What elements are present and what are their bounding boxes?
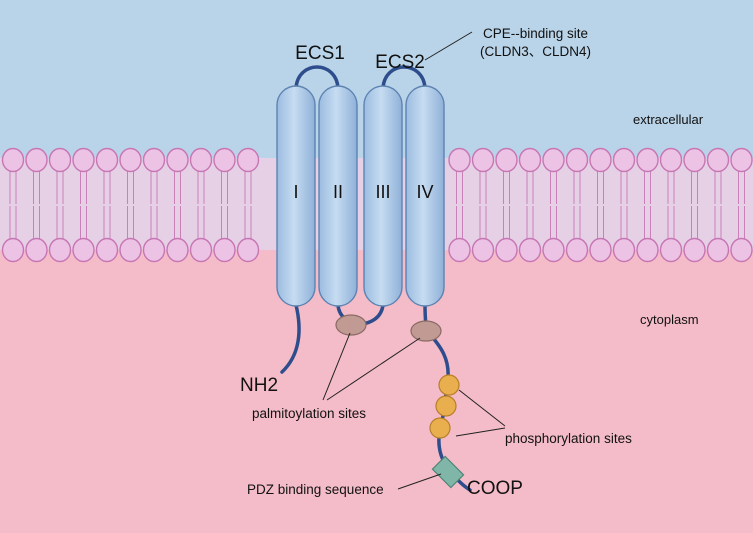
helix-i-label: I (293, 182, 298, 202)
lipid-head (119, 147, 142, 173)
cpe-leader-line (424, 31, 473, 61)
lipid-head (213, 147, 236, 173)
lipid-head (236, 147, 260, 173)
lipid-heads (1, 147, 753, 263)
lipid-head (25, 237, 48, 263)
lipid-head (25, 147, 48, 173)
extracellular-label: extracellular (633, 112, 704, 127)
lipid-head (142, 237, 166, 263)
cpe-binding-proteins-label: (CLDN3、CLDN4) (480, 44, 591, 59)
lipid-head (589, 237, 612, 263)
lipid-head (542, 147, 565, 173)
phosphorylation-leader-2 (455, 427, 506, 437)
lipid-head (659, 147, 683, 173)
palmitoylation-label: palmitoylation sites (252, 406, 366, 421)
ecs2-loop (381, 65, 427, 89)
lipid-head (448, 147, 471, 173)
lipid-head (95, 147, 119, 173)
lipid-head (189, 147, 213, 173)
phosphorylation-leader-1 (458, 389, 506, 427)
lipid-head (1, 237, 25, 263)
lipid-head (119, 237, 142, 263)
cpe-binding-label: CPE--binding site (483, 26, 588, 41)
lipid-head (95, 237, 119, 263)
lipid-head (683, 237, 706, 263)
lipid-head (518, 237, 542, 263)
lipid-head (142, 147, 166, 173)
lipid-head (166, 147, 189, 173)
phosphorylation-site-3 (429, 417, 451, 439)
lipid-head (495, 237, 518, 263)
lipid-head (213, 237, 236, 263)
lipid-head (565, 237, 589, 263)
lipid-head (636, 147, 659, 173)
palmitoylation-leader-1 (322, 332, 351, 401)
nh2-label: NH2 (240, 375, 278, 396)
helix-iii (363, 85, 403, 307)
helix-ii (318, 85, 358, 307)
helix-iv-label: IV (416, 182, 433, 202)
lipid-head (72, 237, 95, 263)
lipid-head (612, 147, 636, 173)
lipid-head (730, 147, 753, 173)
palmitoylation-site-2 (410, 320, 442, 342)
lipid-head (495, 147, 518, 173)
lipid-head (448, 237, 471, 263)
lipid-head (706, 237, 730, 263)
lipid-head (471, 147, 495, 173)
lipid-head (518, 147, 542, 173)
lipid-tails (9, 170, 745, 240)
lipid-head (72, 147, 95, 173)
cytoplasm-label: cytoplasm (640, 312, 699, 327)
phosphorylation-site-2 (435, 395, 457, 417)
n-terminal-chain (280, 303, 301, 374)
palmitoylation-leader-2 (326, 337, 421, 401)
helix-ii-label: II (333, 182, 343, 202)
lipid-head (683, 147, 706, 173)
lipid-head (589, 147, 612, 173)
lipid-head (48, 237, 72, 263)
lipid-head (1, 147, 25, 173)
palmitoylation-site-1 (335, 314, 367, 336)
lipid-head (236, 237, 260, 263)
lipid-head (166, 237, 189, 263)
pdz-leader-line (397, 473, 442, 490)
helix-i (276, 85, 316, 307)
lipid-head (659, 237, 683, 263)
lipid-head (565, 147, 589, 173)
lipid-head (612, 237, 636, 263)
ecs2-label: ECS2 (375, 52, 425, 73)
lipid-head (48, 147, 72, 173)
ecs1-loop (294, 65, 340, 89)
phosphorylation-site-1 (438, 374, 460, 396)
lipid-head (706, 147, 730, 173)
helix-iv (405, 85, 445, 307)
lipid-head (636, 237, 659, 263)
ecs1-label: ECS1 (295, 43, 345, 64)
coop-label: COOP (467, 478, 523, 499)
pdz-binding-box (431, 455, 465, 489)
lipid-head (542, 237, 565, 263)
lipid-head (189, 237, 213, 263)
lipid-head (730, 237, 753, 263)
lipid-head (471, 237, 495, 263)
pdz-label: PDZ binding sequence (247, 482, 384, 497)
phosphorylation-label: phosphorylation sites (505, 431, 632, 446)
helix-iii-label: III (375, 182, 390, 202)
